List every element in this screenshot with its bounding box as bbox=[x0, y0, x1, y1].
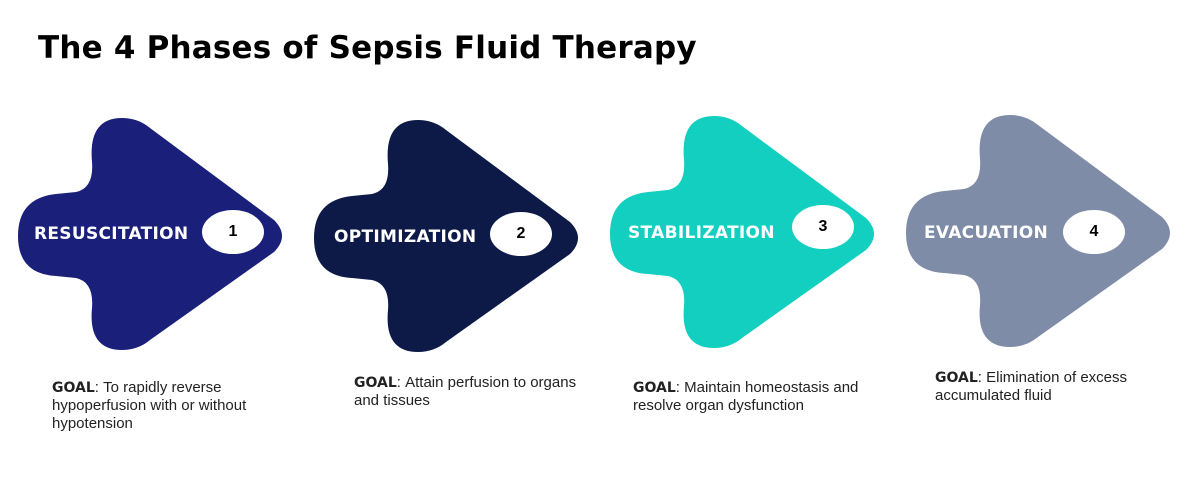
phase-number-badge-4: 4 bbox=[1063, 210, 1125, 254]
phase-name-3: STABILIZATION bbox=[628, 223, 775, 243]
goal-description-1: To rapidly reverse hypoperfusion with or… bbox=[52, 379, 247, 432]
goal-label-2: GOAL bbox=[354, 375, 397, 391]
goal-text-4: GOAL: Elimination of excess accumulated … bbox=[935, 369, 1128, 404]
diagram-title: The 4 Phases of Sepsis Fluid Therapy bbox=[38, 30, 697, 66]
arrow-shape-1 bbox=[18, 118, 282, 350]
arrow-shape-2 bbox=[314, 120, 578, 352]
phase-name-2: OPTIMIZATION bbox=[334, 227, 477, 247]
goal-label-4: GOAL bbox=[935, 370, 978, 386]
phase-number-badge-3: 3 bbox=[792, 205, 854, 249]
goal-text-1: GOAL: To rapidly reverse hypoperfusion w… bbox=[52, 379, 247, 432]
goal-label-1: GOAL bbox=[52, 380, 95, 396]
goal-text-2: GOAL: Attain perfusion to organs and tis… bbox=[354, 374, 577, 409]
goal-description-4: Elimination of excess accumulated fluid bbox=[935, 369, 1128, 404]
goal-label-3: GOAL bbox=[633, 380, 676, 396]
arrow-shape-3 bbox=[610, 116, 874, 348]
goal-description-2: Attain perfusion to organs and tissues bbox=[354, 374, 577, 409]
phase-name-4: EVACUATION bbox=[924, 223, 1048, 243]
phase-name-1: RESUSCITATION bbox=[34, 224, 189, 244]
goal-text-3: GOAL: Maintain homeostasis and resolve o… bbox=[633, 379, 859, 414]
arrow-shape-4 bbox=[906, 115, 1170, 347]
phase-number-badge-2: 2 bbox=[490, 212, 552, 256]
phase-number-badge-1: 1 bbox=[202, 210, 264, 254]
goal-description-3: Maintain homeostasis and resolve organ d… bbox=[633, 379, 859, 414]
